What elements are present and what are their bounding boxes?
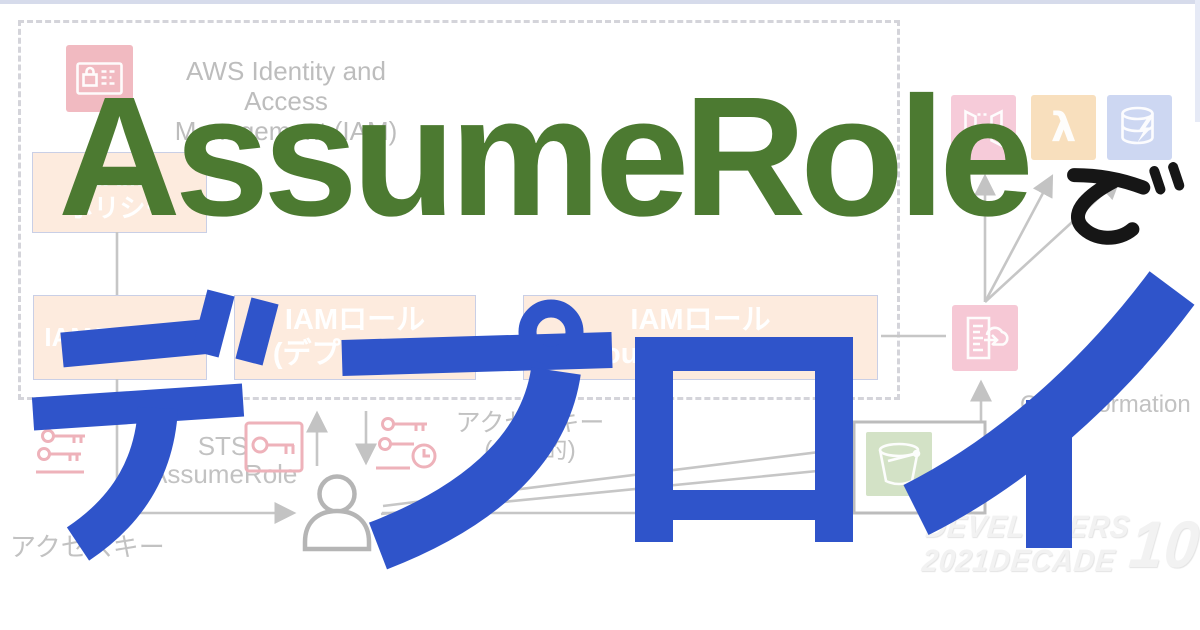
lambda-icon: λ: [1031, 95, 1096, 160]
iam-role-deploy-line1: IAMロール: [284, 303, 426, 336]
sts-key-icon: [244, 421, 304, 473]
access-key-icon: [36, 429, 85, 474]
iam-role-cfn-line1: IAMロール: [630, 303, 771, 336]
sts-label-line1: STS: [197, 431, 249, 461]
top-edge-strip: [0, 0, 1200, 4]
iam-group-container: [18, 20, 900, 400]
temporary-credentials-icon: [376, 417, 437, 470]
sts-label-line2: AssumeRole: [150, 459, 298, 489]
api-gateway-icon: [951, 95, 1016, 160]
katakana-pu: [341, 299, 613, 570]
particle-de-glyph: [1067, 162, 1185, 245]
iam-policy-box: IAM ポリシー: [32, 152, 207, 233]
cfn-to-lambda-arrow: [983, 174, 1054, 303]
iam-policy-line1: IAM: [95, 162, 144, 193]
page-title: AssumeRole: [58, 62, 1034, 252]
katakana-i: [903, 271, 1195, 548]
iam-title-line1: AWS Identity and Access: [186, 56, 386, 116]
person-icon: [302, 474, 372, 552]
iam-icon: [66, 45, 133, 112]
right-edge-strip: [1195, 0, 1200, 122]
iam-policy-line2: ポリシー: [67, 192, 172, 223]
katakana-de: [31, 289, 279, 561]
iam-group-title: AWS Identity and Access Management (IAM): [150, 56, 422, 146]
dynamodb-icon: [1107, 95, 1172, 160]
cloudformation-icon: [952, 305, 1018, 371]
lambda-glyph: λ: [1051, 105, 1076, 151]
deploy-word-glyphs: [31, 271, 1195, 570]
sts-assumerole-label: STS AssumeRole: [150, 431, 298, 489]
iam-title-line2: Management (IAM): [174, 116, 398, 146]
katakana-ro: [635, 337, 853, 542]
